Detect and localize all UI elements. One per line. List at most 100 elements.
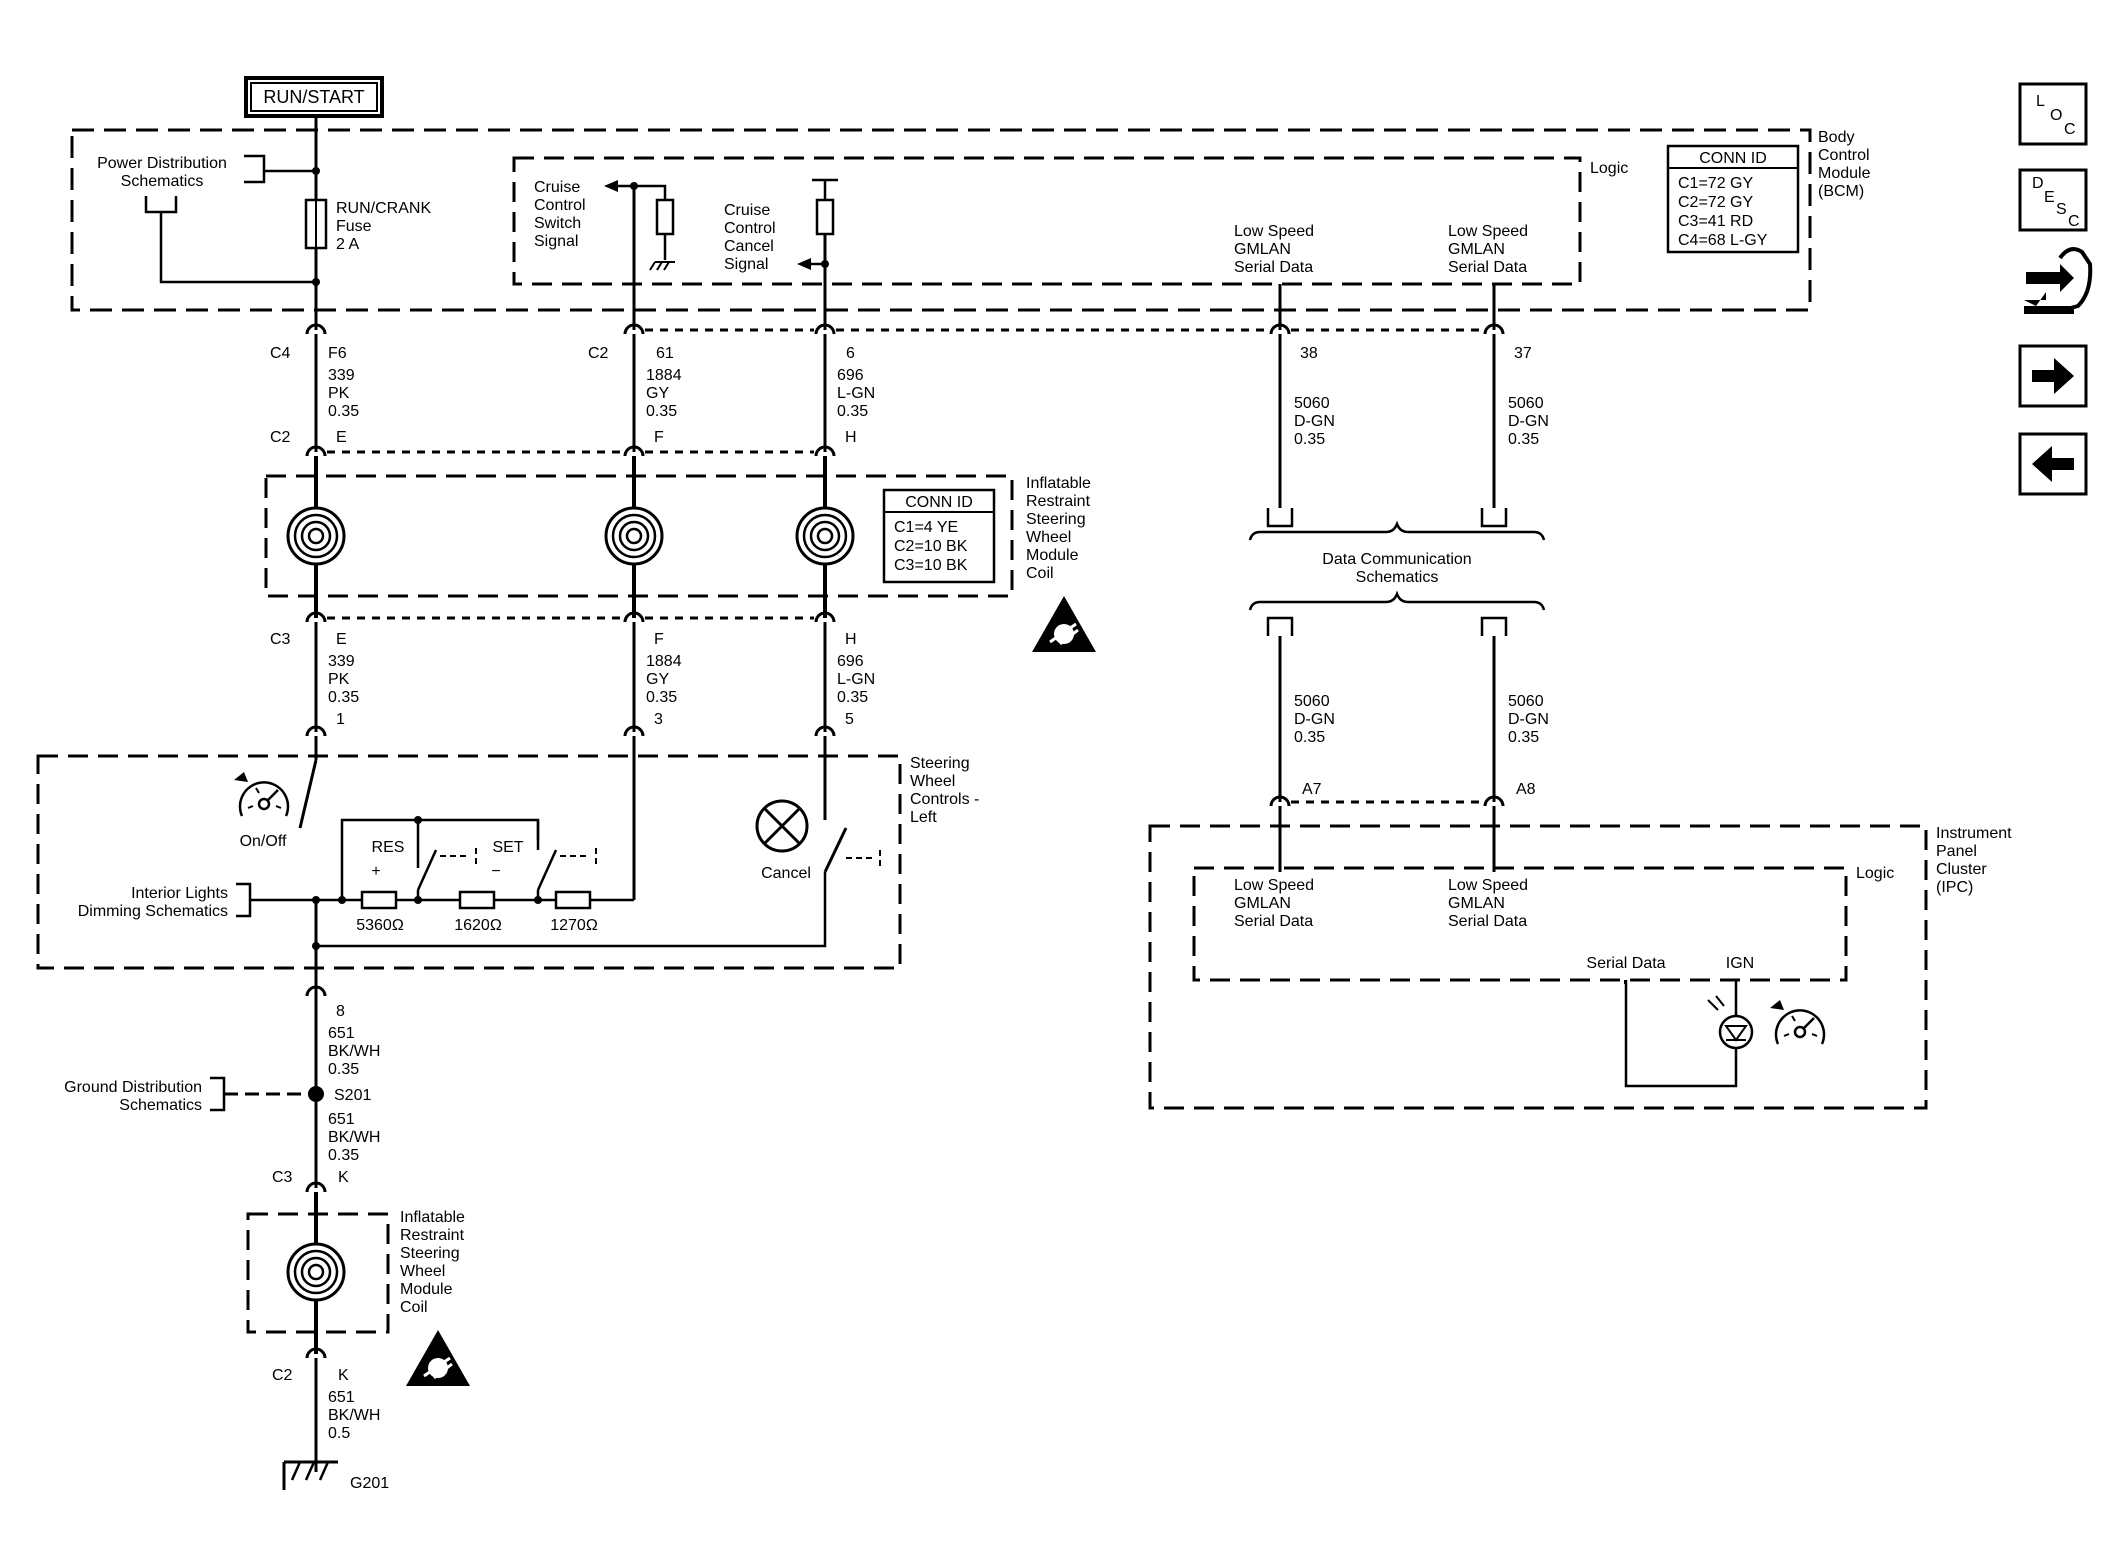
svg-text:1: 1 (336, 711, 345, 728)
svg-text:Cruise: Cruise (534, 179, 580, 196)
bcm-logic-box (512, 156, 1582, 286)
ground-label: G201 (350, 1475, 389, 1492)
wire-5060-dgn-b: 5060 D-GN 0.35 (1508, 395, 1549, 448)
svg-text:0.35: 0.35 (646, 403, 677, 420)
svg-text:Interior Lights: Interior Lights (131, 885, 228, 902)
resistor-1270 (554, 890, 592, 910)
svg-text:Serial Data: Serial Data (1448, 913, 1527, 930)
resistor-1620-label: 1620Ω (454, 917, 502, 934)
connector-hand-button[interactable] (2024, 247, 2093, 314)
svg-text:Fuse: Fuse (336, 218, 372, 235)
svg-text:Wheel: Wheel (910, 773, 955, 790)
svg-text:GMLAN: GMLAN (1448, 241, 1505, 258)
power-distribution-schematics: Power Distribution Schematics (97, 155, 227, 190)
svg-text:Control: Control (534, 197, 586, 214)
svg-text:339: 339 (328, 367, 355, 384)
svg-text:Cruise: Cruise (724, 202, 770, 219)
wire-1884-gy-b: 1884 GY 0.35 3 (646, 653, 682, 728)
wire-651-bkwh-a: 651 BK/WH 0.35 (328, 1025, 380, 1078)
wire-5060-dgn-c: 5060 D-GN 0.35 (1294, 693, 1335, 746)
run-crank-fuse: RUN/CRANK Fuse 2 A (336, 200, 431, 253)
pin-8: 8 (336, 1003, 345, 1020)
svg-text:Dimming Schematics: Dimming Schematics (78, 903, 228, 920)
ground-g201-icon (282, 1460, 338, 1490)
svg-text:Low Speed: Low Speed (1448, 223, 1528, 240)
arrow-right-icon (2032, 358, 2074, 394)
svg-text:0.35: 0.35 (1294, 431, 1325, 448)
svg-text:5: 5 (845, 711, 854, 728)
svg-text:BK/WH: BK/WH (328, 1407, 380, 1424)
svg-text:0.35: 0.35 (328, 1147, 359, 1164)
arrow-right-button[interactable] (2018, 344, 2088, 408)
bcm-conn-id-table: CONN ID C1=72 GY C2=72 GY C3=41 RD C4=68… (1666, 144, 1800, 254)
svg-text:0.35: 0.35 (1294, 729, 1325, 746)
bcm-gmlan-2: Low Speed GMLAN Serial Data (1448, 223, 1528, 276)
svg-text:O: O (2050, 107, 2062, 124)
svg-text:Module: Module (400, 1281, 453, 1298)
ipc-serial-data-label: Serial Data (1586, 955, 1665, 972)
svg-text:Wheel: Wheel (1026, 529, 1071, 546)
svg-text:GMLAN: GMLAN (1448, 895, 1505, 912)
airbag-warning-2-icon (404, 1328, 472, 1388)
wire-651-bkwh-b: 651 BK/WH 0.35 (328, 1111, 380, 1164)
svg-text:RUN/START: RUN/START (263, 87, 364, 107)
svg-text:GMLAN: GMLAN (1234, 241, 1291, 258)
set-button-label: SET (492, 839, 523, 856)
svg-text:0.35: 0.35 (646, 689, 677, 706)
svg-text:(IPC): (IPC) (1936, 879, 1973, 896)
svg-text:651: 651 (328, 1389, 355, 1406)
ipc-logic-box (1192, 866, 1848, 982)
svg-text:0.35: 0.35 (328, 1061, 359, 1078)
cruise-switch-signal: Cruise Control Switch Signal (534, 179, 586, 250)
svg-text:1884: 1884 (646, 653, 682, 670)
cruise-cancel-signal: Cruise Control Cancel Signal (724, 202, 776, 273)
res-button-label: RES (372, 839, 405, 856)
pin-k-top: K (338, 1169, 349, 1186)
clockspring-coil-1-icon (286, 494, 346, 578)
svg-text:1884: 1884 (646, 367, 682, 384)
svg-text:Left: Left (910, 809, 937, 826)
svg-text:C4=68 L-GY: C4=68 L-GY (1678, 232, 1768, 249)
svg-text:Ground Distribution: Ground Distribution (64, 1079, 202, 1096)
svg-text:2 A: 2 A (336, 236, 359, 253)
svg-text:Serial Data: Serial Data (1234, 259, 1313, 276)
clockspring-coil-3-icon (795, 494, 855, 578)
svg-text:Wheel: Wheel (400, 1263, 445, 1280)
svg-text:Signal: Signal (724, 256, 768, 273)
svg-text:5060: 5060 (1508, 395, 1544, 412)
svg-text:Low Speed: Low Speed (1234, 877, 1314, 894)
loc-button[interactable]: L O C (2018, 82, 2088, 146)
pin-38: 38 (1300, 345, 1318, 362)
svg-text:GY: GY (646, 671, 669, 688)
svg-text:Serial Data: Serial Data (1234, 913, 1313, 930)
resistor-1620 (458, 890, 496, 910)
pin-f-top: F (654, 429, 664, 446)
airbag-warning-icon (1030, 594, 1098, 654)
svg-text:Cancel: Cancel (724, 238, 774, 255)
svg-text:C1=72 GY: C1=72 GY (1678, 175, 1753, 192)
svg-text:CONN ID: CONN ID (905, 494, 973, 511)
desc-button[interactable]: D E S C (2018, 168, 2088, 232)
pin-6: 6 (846, 345, 855, 362)
svg-text:D: D (2032, 175, 2044, 192)
wire-696-lgn-b: 696 L-GN 0.35 5 (837, 653, 875, 728)
svg-text:Restraint: Restraint (1026, 493, 1091, 510)
svg-text:3: 3 (654, 711, 663, 728)
svg-text:D-GN: D-GN (1508, 711, 1549, 728)
svg-text:0.35: 0.35 (1508, 729, 1539, 746)
svg-text:0.35: 0.35 (1508, 431, 1539, 448)
svg-text:Switch: Switch (534, 215, 581, 232)
wire-651-bkwh-c: 651 BK/WH 0.5 (328, 1389, 380, 1442)
cancel-label: Cancel (761, 865, 811, 882)
on-off-label: On/Off (240, 833, 287, 850)
svg-text:Inflatable: Inflatable (1026, 475, 1091, 492)
svg-text:Schematics: Schematics (1356, 569, 1439, 586)
svg-text:Module: Module (1026, 547, 1079, 564)
wire-696-lgn: 696 L-GN 0.35 (837, 367, 875, 420)
c3-ground-label: C3 (272, 1169, 293, 1186)
svg-text:Power Distribution: Power Distribution (97, 155, 227, 172)
pin-k-bot: K (338, 1367, 349, 1384)
svg-text:PK: PK (328, 671, 350, 688)
arrow-left-button[interactable] (2018, 432, 2088, 496)
wire-5060-dgn-a: 5060 D-GN 0.35 (1294, 395, 1335, 448)
